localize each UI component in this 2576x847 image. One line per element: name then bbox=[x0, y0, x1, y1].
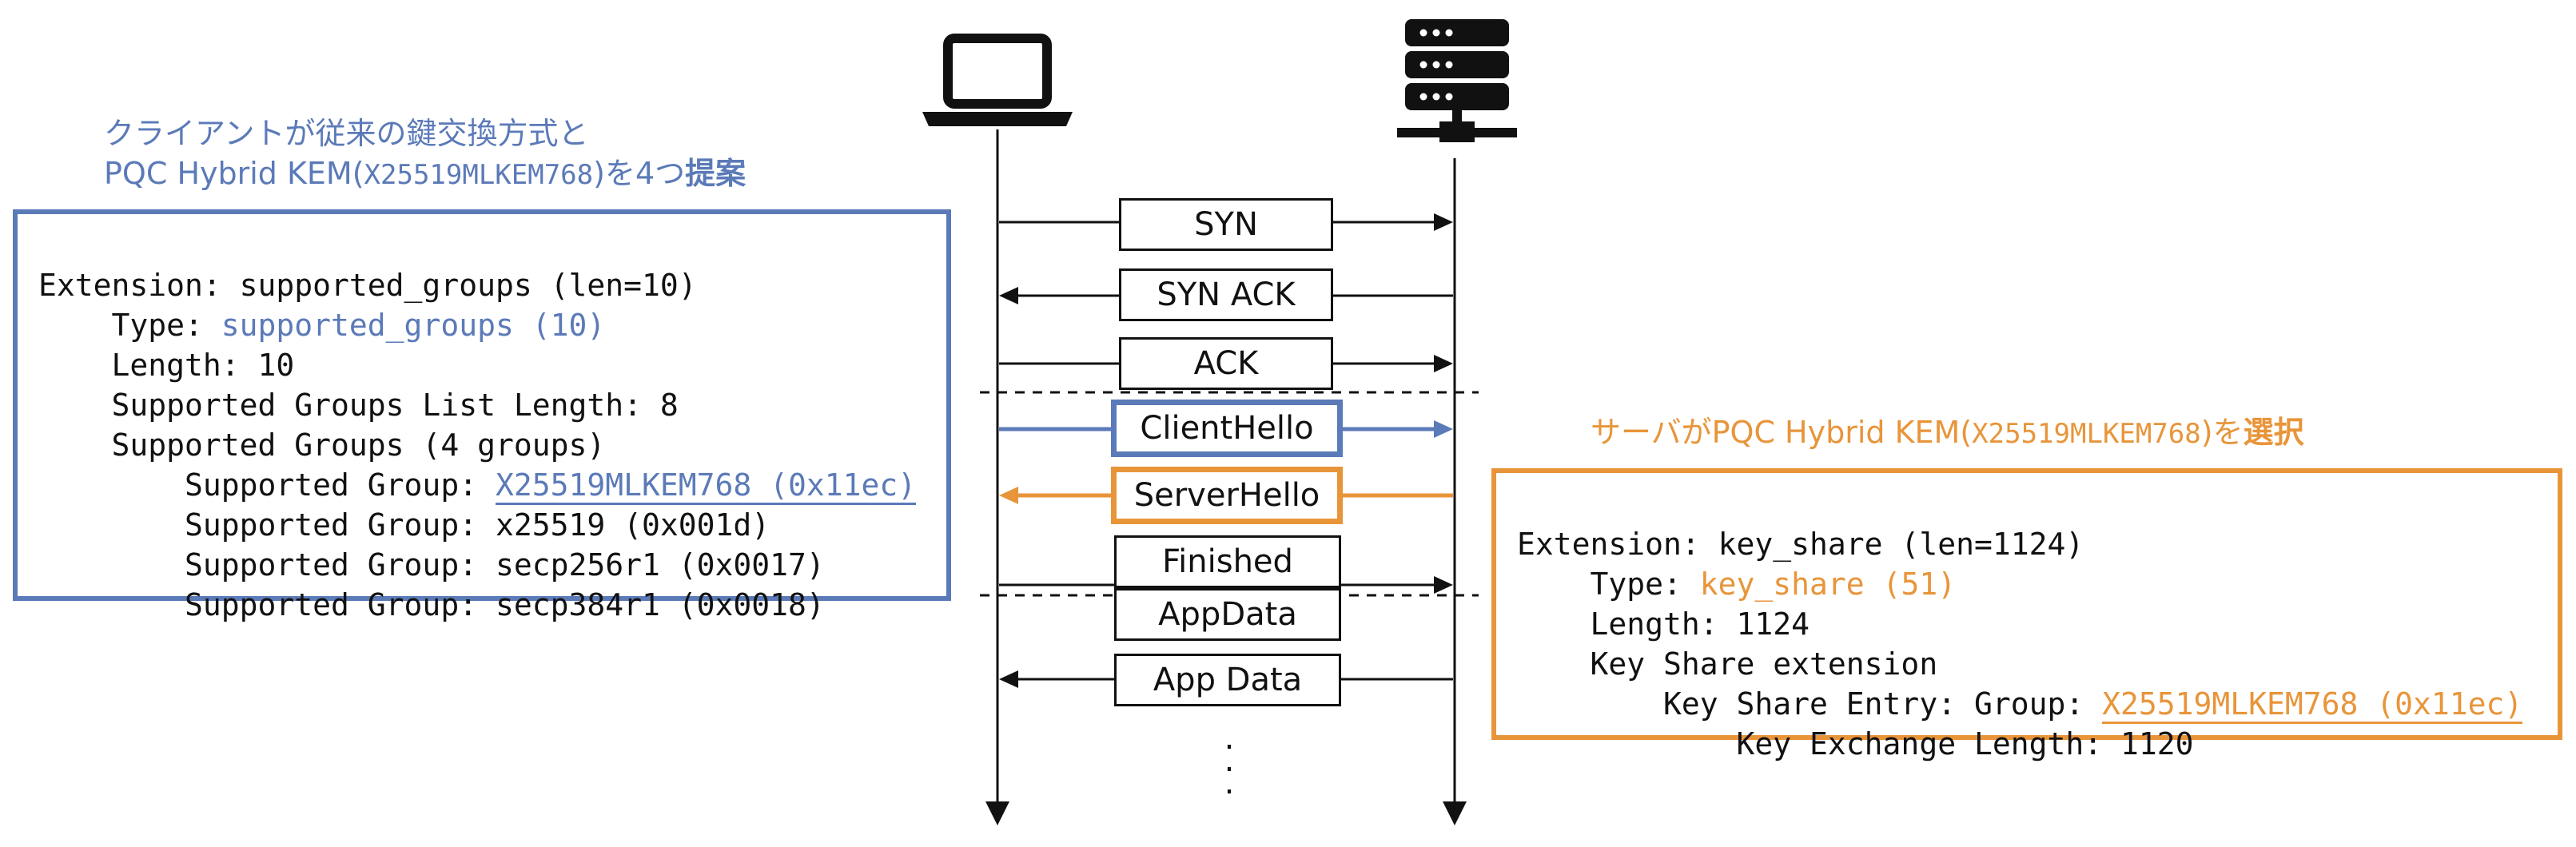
arrow-syn-ack-head bbox=[999, 287, 1018, 304]
server-ext-kex-length: Key Exchange Length: 1120 bbox=[1517, 726, 2194, 762]
server-ext-entry-label: Key Share Entry: Group: bbox=[1517, 686, 2103, 722]
server-ext-type-value: key_share (51) bbox=[1699, 567, 1957, 602]
message-ack: ACK bbox=[1119, 337, 1333, 390]
server-ext-length: Length: 1124 bbox=[1517, 606, 1810, 642]
client-ext-type-label: Type: bbox=[38, 308, 221, 343]
client-extension-code: Extension: supported_groups (len=10) Typ… bbox=[38, 225, 917, 705]
client-ext-list-length: Supported Groups List Length: 8 bbox=[38, 388, 679, 423]
server-caption-mid: )を bbox=[2200, 415, 2244, 450]
client-caption-code: X25519MLKEM768 bbox=[364, 159, 594, 191]
arrow-ack-head bbox=[1434, 355, 1453, 372]
message-client-hello: ClientHello bbox=[1111, 400, 1343, 457]
arrow-client-hello-head bbox=[1434, 420, 1453, 438]
server-caption-code: X25519MLKEM768 bbox=[1972, 418, 2201, 450]
arrow-finished-head bbox=[1434, 576, 1453, 594]
arrow-server-hello-head bbox=[999, 487, 1018, 504]
message-syn: SYN bbox=[1119, 198, 1333, 251]
client-ext-group4: Supported Group: secp384r1 (0x0018) bbox=[38, 587, 825, 622]
client-caption-mid: )を4つ bbox=[593, 156, 686, 191]
client-ext-groups-header: Supported Groups (4 groups) bbox=[38, 427, 606, 463]
server-extension-code: Extension: key_share (len=1124) Type: ke… bbox=[1517, 484, 2523, 844]
message-app-data: App Data bbox=[1114, 654, 1341, 706]
client-ext-group-label: Supported Group: bbox=[38, 467, 496, 503]
arrow-app-data-head bbox=[999, 670, 1018, 688]
message-appdata: AppData bbox=[1114, 588, 1341, 641]
client-ext-group1: Supported Group: X25519MLKEM768 (0x11ec) bbox=[38, 465, 917, 505]
client-ext-group3: Supported Group: secp256r1 (0x0017) bbox=[38, 547, 825, 583]
server-ext-type-label: Type: bbox=[1517, 567, 1700, 602]
client-extension-panel: Extension: supported_groups (len=10) Typ… bbox=[13, 209, 951, 622]
client-ext-length: Length: 10 bbox=[38, 348, 295, 383]
arrow-syn-head bbox=[1434, 213, 1453, 231]
client-caption-prefix: PQC Hybrid KEM( bbox=[104, 156, 364, 191]
client-ext-line1: Extension: supported_groups (len=10) bbox=[38, 268, 697, 303]
server-caption: サーバがPQC Hybrid KEM(X25519MLKEM768)を選択 bbox=[1591, 412, 2304, 454]
client-caption-bold: 提案 bbox=[685, 156, 747, 191]
laptop-icon bbox=[922, 34, 1073, 126]
server-ext-entry-value: X25519MLKEM768 (0x11ec) bbox=[2102, 686, 2523, 724]
server-ext-type: Type: key_share (51) bbox=[1517, 564, 2522, 604]
message-server-hello: ServerHello bbox=[1111, 467, 1343, 524]
client-ext-type: Type: supported_groups (10) bbox=[38, 305, 916, 345]
continuation-dots: . . . bbox=[1224, 720, 1235, 801]
client-caption: クライアントが従来の鍵交換方式と PQC Hybrid KEM(X25519ML… bbox=[104, 113, 746, 195]
message-finished: Finished bbox=[1114, 535, 1341, 588]
client-caption-line2: PQC Hybrid KEM(X25519MLKEM768)を4つ提案 bbox=[104, 153, 746, 195]
server-icon bbox=[1397, 19, 1517, 142]
client-ext-group-highlight: X25519MLKEM768 (0x11ec) bbox=[495, 467, 917, 505]
message-syn-ack: SYN ACK bbox=[1119, 268, 1333, 321]
server-ext-line1: Extension: key_share (len=1124) bbox=[1517, 527, 2084, 562]
client-ext-group2: Supported Group: x25519 (0x001d) bbox=[38, 507, 770, 543]
server-ext-entry: Key Share Entry: Group: X25519MLKEM768 (… bbox=[1517, 684, 2523, 724]
server-caption-prefix: サーバがPQC Hybrid KEM( bbox=[1591, 415, 1973, 450]
server-caption-bold: 選択 bbox=[2243, 415, 2304, 450]
client-caption-line1: クライアントが従来の鍵交換方式と bbox=[104, 116, 589, 151]
server-extension-panel: Extension: key_share (len=1124) Type: ke… bbox=[1491, 468, 2562, 762]
server-ext-keyshare: Key Share extension bbox=[1517, 646, 1938, 682]
client-ext-type-value: supported_groups (10) bbox=[221, 308, 606, 343]
